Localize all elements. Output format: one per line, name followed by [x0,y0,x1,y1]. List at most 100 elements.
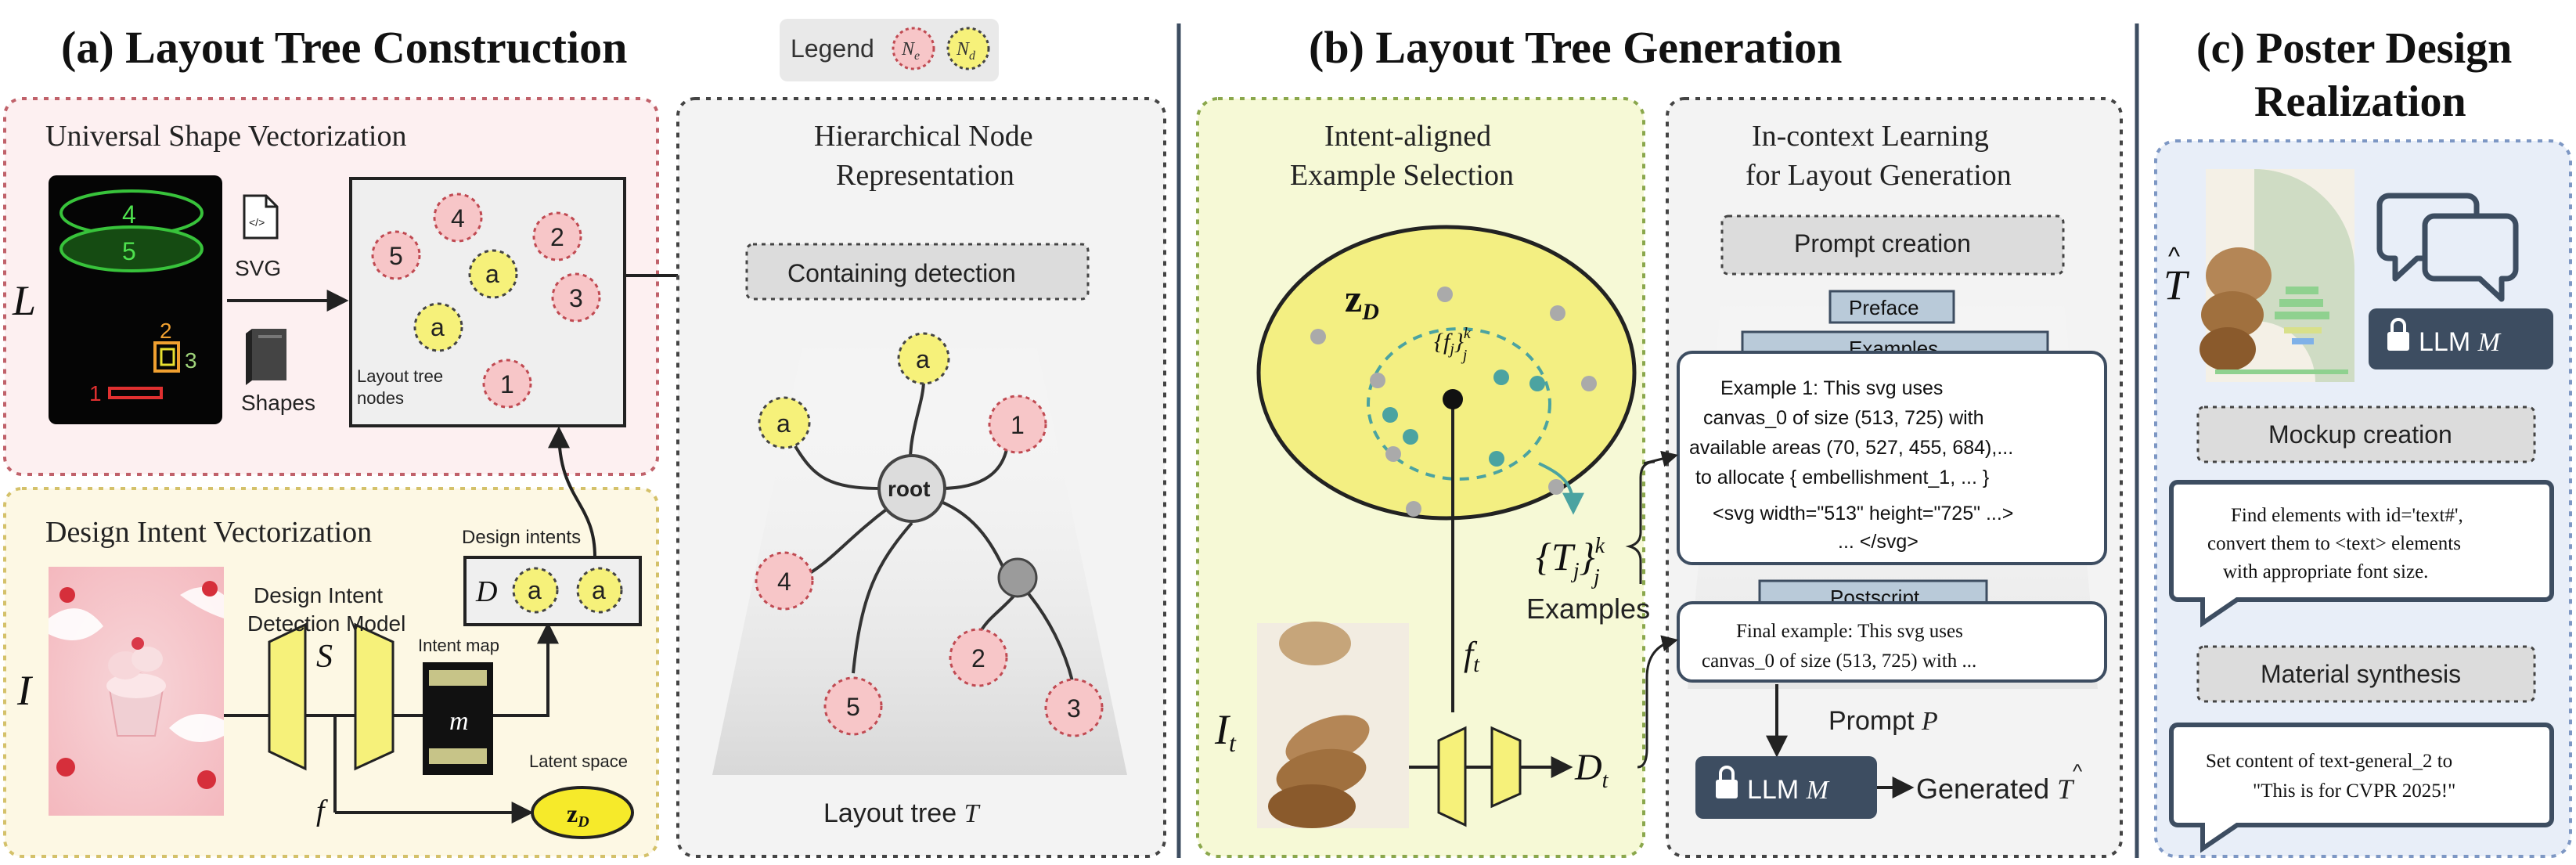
layout-node-a2: a [431,313,445,341]
dt-sub: t [1602,769,1609,793]
shapes-label: Shapes [241,391,315,415]
fset-open: {f [1434,329,1453,355]
legend: Legend Ne Nd [780,19,999,81]
tset-sub: j [1571,559,1580,583]
mockup-line-3: with appropriate font size. [2223,561,2428,582]
intent-set-symbol: D [475,575,497,608]
mockup-label: Mockup creation [2268,420,2452,449]
encoder-left [1437,726,1467,827]
tree-node-1: 1 [1011,411,1025,439]
svg-file-icon: </> [243,194,279,240]
chat-bubbles-icon [2376,193,2519,302]
legend-ne: N [901,39,916,59]
material-label: Material synthesis [2261,660,2461,688]
section-a-title: (a) Layout Tree Construction [61,22,627,73]
generated-label: Generated [1916,773,2049,805]
generated-poster-preview [2200,169,2354,382]
fset-sub2: j [1461,347,1468,364]
model-symbol: S [316,639,333,675]
layout-tree-nodes: a a 1 root 4 2 5 3 [755,332,1104,737]
example-line-4: to allocate { embellishment_1, ... } [1695,467,1989,488]
example-line-5: <svg width="513" height="725" ...> [1713,503,2013,524]
intent-node-1: a [528,576,542,604]
latent-space-ellipse [531,786,634,839]
ft-query-point [1443,389,1463,409]
svg-poster-preview: 4 5 2 3 1 [49,175,222,424]
prompt-creation-label: Prompt creation [1794,229,1971,258]
legend-nd: N [956,39,971,59]
layout-node-5: 5 [389,242,403,270]
div-input-symbol: I [16,667,34,714]
preface-tag [1828,290,1955,324]
tset-close: } [1580,535,1595,578]
llm-box-b [1695,756,1877,819]
it-symbol: I [1214,706,1231,753]
example-text: Example 1: This svg uses canvas_0 of siz… [1689,377,2013,553]
material-bubble [2169,723,2554,853]
tree-root-circle [877,454,946,523]
embedding-points [1310,287,1597,517]
llm-symbol-b: M [1806,776,1830,805]
svg-text:Layout tree T: Layout tree T [823,798,981,828]
tree-node-5: 5 [846,693,860,721]
intent-map-image [423,662,493,775]
mockup-bubble [2169,480,2554,628]
material-synthesis-box [2196,645,2536,703]
svg-text:{fj}kj: {fj}kj [1434,325,1472,364]
tree-node-a-left: a [776,409,791,438]
ies-space-symbol: z [1345,276,1362,320]
material-line-2: "This is for CVPR 2025!" [2253,780,2455,802]
post-line-2: canvas_0 of size (513, 725) with ... [1702,651,1976,672]
svg-text:LLM M: LLM M [2419,327,2502,357]
containing-detection-box [745,243,1090,301]
neighborhood-ellipse [1367,327,1551,481]
generated-symbol: T [2057,773,2075,805]
section-b: (b) Layout Tree Generation Intent-aligne… [1196,22,2123,858]
prompt-creation-box [1720,214,2065,276]
section-c: (c) Poster Design Realization T ^ [2154,24,2572,858]
svg-text:It: It [1214,706,1237,757]
layout-node-a1: a [485,260,499,288]
lock-icon-b [1716,766,1738,798]
arrow-examples-in [1643,450,1679,467]
model-label-1: Design Intent [254,583,383,607]
intent-map-symbol: m [449,707,469,736]
dessert-poster-image [49,567,224,816]
model-label-2: Detection Model [247,611,405,636]
ies-title-1: Intent-aligned [1324,120,1491,153]
example-line-2: canvas_0 of size (513, 725) with [1703,407,1984,429]
svg-text:</>: </> [249,216,265,229]
ies-title-2: Example Selection [1290,159,1514,192]
tree-node-root: root [888,477,930,501]
legend-node-red [892,27,935,70]
legend-nd-sub: d [969,49,976,63]
tree-node-4: 4 [777,568,791,596]
arrow-intents-to-nodes [548,426,596,558]
tree-node-2: 2 [971,644,985,672]
layout-node-2: 2 [550,223,564,251]
layout-node-1: 1 [500,370,514,398]
svg-text:Dt: Dt [1574,747,1609,793]
svg-text:LLM M: LLM M [1747,775,1830,805]
mockup-creation-box [2196,405,2536,463]
svg-label: SVG [235,256,281,280]
preface-label: Preface [1849,296,1919,319]
ies-space-sub: D [1361,299,1379,325]
usv-title: Universal Shape Vectorization [45,120,407,153]
hnr-title-2: Representation [836,159,1014,192]
book-icon [246,329,286,385]
poster-num-1: 1 [89,381,102,405]
poster-num-4: 4 [122,200,136,229]
poster-num-5: 5 [122,237,136,265]
llm-label-c: LLM [2419,327,2470,357]
fset-close: } [1454,329,1464,355]
bread-image [1257,622,1409,828]
post-line-1: Final example: This svg uses [1736,621,1963,642]
svg-text:Prompt P: Prompt P [1828,706,1938,736]
tset-sub2: j [1591,565,1600,589]
arrow-dt-to-postscript [1637,635,1679,769]
div-title: Design Intent Vectorization [45,516,372,549]
section-a: (a) Layout Tree Construction Legend Ne N… [3,19,1166,858]
tree-caption: Layout tree [823,798,957,828]
tset-open: {T [1536,535,1576,578]
